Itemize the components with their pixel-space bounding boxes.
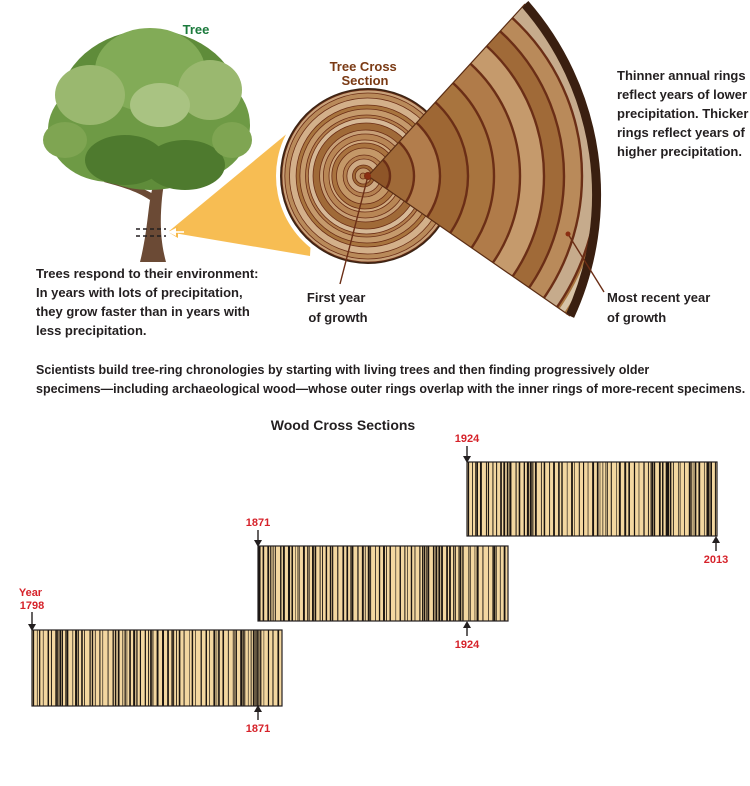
year-label-1924-start: 1924 [455, 433, 480, 445]
year-label-1924-end: 1924 [455, 639, 480, 651]
thinner-rings-note: Thinner annual rings reflect years of lo… [617, 68, 750, 159]
first-year-leader [339, 175, 369, 285]
year-label-2013: 2013 [704, 554, 728, 566]
wood-strip-1798-1871 [31, 629, 283, 707]
tree-foliage [43, 28, 252, 190]
year-label-1871-start: 1871 [246, 517, 270, 529]
year-label-1798: Year 1798 [19, 587, 45, 612]
recent-year-leader [567, 233, 605, 293]
tree-illustration [43, 28, 252, 262]
projection-beam [168, 108, 318, 256]
tree-label: Tree [183, 22, 210, 37]
chronology-note: Scientists build tree-ring chronologies … [36, 363, 745, 396]
year-arrows [28, 446, 720, 720]
wood-sections-title: Wood Cross Sections [271, 417, 416, 433]
recent-year-label: Most recent year of growth [607, 290, 714, 325]
wood-strip-1924-2013 [466, 461, 718, 537]
year-label-1871-end: 1871 [246, 723, 270, 735]
environment-note: Trees respond to their environment: In y… [36, 266, 262, 338]
wood-strip-1871-1924 [257, 545, 509, 622]
first-year-label: First year of growth [307, 290, 369, 325]
cross-section-title: Tree Cross Section [330, 59, 401, 88]
